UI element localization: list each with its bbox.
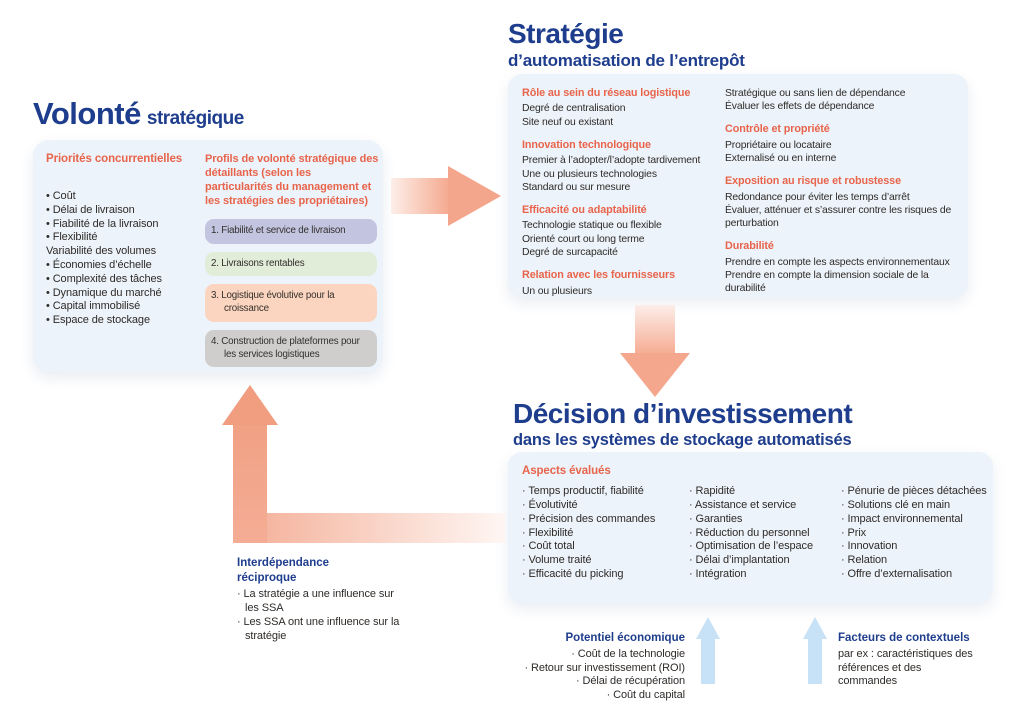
interdependance-heading: Interdépendance réciproque [237,557,330,584]
strategie-group-lines: Degré de centralisation Site neuf ou exi… [522,103,626,128]
decision-title: Décision d’investissement dans les systè… [513,398,853,450]
strategie-group-heading: Durabilité [725,240,774,253]
arrow-up-shaft [808,639,822,684]
arrow-down-head [620,353,690,397]
decision-title-main: Décision d’investissement [513,398,853,429]
arrow-up-head [696,617,720,639]
profils-heading: Profils de volonté stratégique des détai… [205,153,379,208]
strategie-group-heading: Relation avec les fournisseurs [522,269,676,282]
arrow-up-shaft [701,639,715,684]
priorites-list: • Coût • Délai de livraison • Fiabilité … [46,190,162,327]
decision-col3: · Pénurie de pièces détachées · Solution… [841,485,987,581]
volonte-panel: Priorités concurrentielles • Coût • Déla… [33,140,383,372]
interdependance-item: · Les SSA ont une influence sur la strat… [237,616,400,643]
interdependance-item: · La stratégie a une influence sur les S… [237,588,394,615]
strategie-group: Rôle au sein du réseau logistique Degré … [522,87,722,129]
decision-col2: · Rapidité · Assistance et service · Gar… [689,485,813,581]
strategie-col-right: Stratégique ou sans lien de dépendance É… [725,87,957,305]
facteurs-block: Facteurs de contextuels par ex : caracté… [838,631,976,689]
profils-chip-list: 1. Fiabilité et service de livraison 2. … [205,219,377,375]
strategie-title-sub: d’automatisation de l’entrepôt [508,51,745,70]
profil-chip: 3. Logistique évolutive pour la croissan… [205,284,377,322]
profil-chip: 2. Livraisons rentables [205,251,377,277]
strategie-group-lines: Redondance pour éviter les temps d’arrêt… [725,191,952,230]
strategie-group: Contrôle et propriété Propriétaire ou lo… [725,123,957,165]
strategie-group-heading: Contrôle et propriété [725,123,830,136]
arrow-right-head [448,166,501,226]
strategie-group-lines: Un ou plusieurs [522,285,592,297]
arrow-feedback-horizontal [233,513,505,543]
strategie-group-lines: Prendre en compte les aspects environnem… [725,256,950,295]
decision-title-sub: dans les systèmes de stockage automatisé… [513,431,852,449]
strategie-group-lines: Propriétaire ou locataire Externalisé ou… [725,139,837,165]
volonte-title-main: Volonté [33,96,141,131]
decision-col1: · Temps productif, fiabilité · Évolutivi… [522,485,656,581]
arrow-feedback-vertical [233,424,267,543]
arrow-feedback-head [222,385,278,425]
potentiel-list: · Coût de la technologie · Retour sur in… [524,647,685,702]
aspects-heading: Aspects évalués [522,465,611,477]
strategie-group: Efficacité ou adaptabilité Technologie s… [522,204,722,259]
strategie-group-heading: Innovation technologique [522,138,651,151]
strategie-group: Relation avec les fournisseurs Un ou plu… [522,269,722,298]
strategie-group-lines: Technologie statique ou flexible Orienté… [522,220,662,258]
strategie-group: Stratégique ou sans lien de dépendance É… [725,87,957,113]
decision-panel: Aspects évalués · Temps productif, fiabi… [508,452,993,603]
strategie-group-lines: Premier à l’adopter/l’adopte tardivement… [522,155,701,193]
facteurs-heading: Facteurs de contextuels [838,632,970,644]
profil-chip: 4. Construction de plateformes pour les … [205,329,377,368]
strategie-group-heading: Efficacité ou adaptabilité [522,203,647,216]
strategie-group-heading: Exposition au risque et robustesse [725,175,901,188]
arrow-down-shaft [635,305,675,353]
strategie-panel: Rôle au sein du réseau logistique Degré … [508,74,968,297]
strategie-group-heading: Rôle au sein du réseau logistique [522,87,691,99]
potentiel-block: Potentiel économique · Coût de la techno… [460,631,685,703]
interdependance-list: · La stratégie a une influence sur les S… [237,588,405,644]
arrow-up-head [803,617,827,639]
strategie-col-left: Rôle au sein du réseau logistique Degré … [522,87,722,308]
strategie-group: Exposition au risque et robustesse Redon… [725,175,957,230]
profil-chip: 1. Fiabilité et service de livraison [205,219,377,244]
strategie-group: Innovation technologique Premier à l’ado… [522,139,722,194]
strategie-title-main: Stratégie [508,18,624,49]
strategie-title: Stratégie d’automatisation de l’entrepôt [508,20,745,71]
arrow-right-shaft [391,178,448,214]
strategie-group: Durabilité Prendre en compte les aspects… [725,240,957,295]
volonte-title-suffix: stratégique [146,108,244,129]
priorites-heading: Priorités concurrentielles [46,153,183,165]
interdependance-block: Interdépendance réciproque · La stratégi… [237,556,405,644]
potentiel-heading: Potentiel économique [565,632,686,644]
strategie-group-lines: Stratégique ou sans lien de dépendance É… [725,88,906,113]
facteurs-body: par ex : caractéristiques des références… [838,647,973,688]
